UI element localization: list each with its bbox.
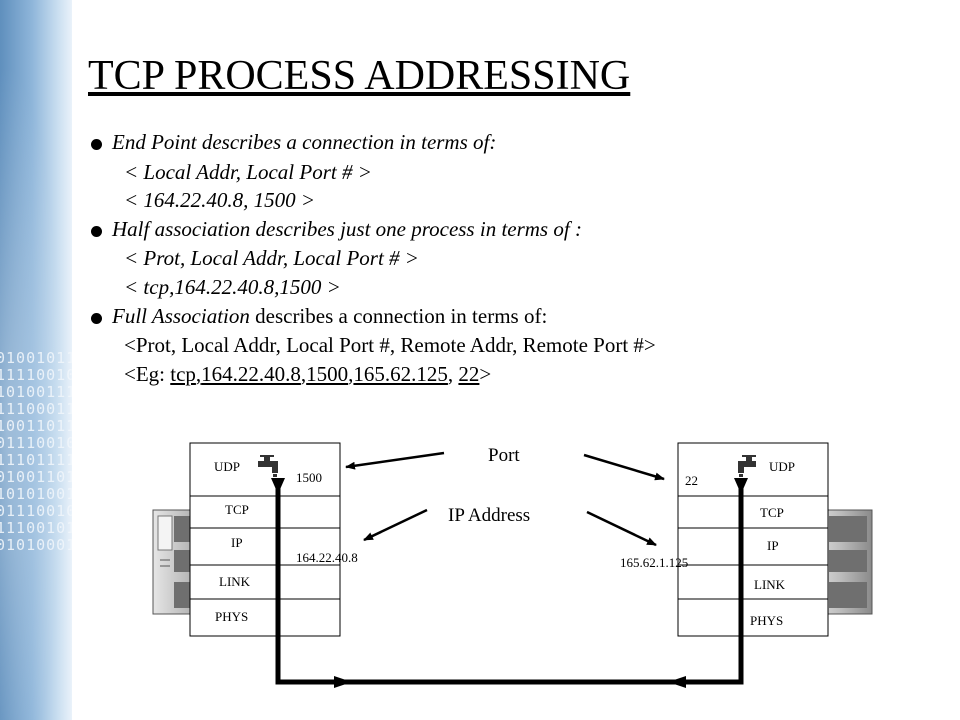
layer-phys: PHYS xyxy=(750,613,783,628)
layer-phys: PHYS xyxy=(215,609,248,624)
full-association-rest: describes a connection in terms of: xyxy=(249,304,548,328)
faucet-icon xyxy=(258,455,278,477)
connection-path xyxy=(271,478,748,688)
local-ip-label: 164.22.40.8 xyxy=(296,550,358,565)
decorative-side-band: 01001011 11110010 10100111 11100011 1001… xyxy=(0,0,72,720)
example-separator: , xyxy=(348,362,354,386)
example-remote-port: 22 xyxy=(458,362,480,386)
half-association-format: < Prot, Local Addr, Local Port # > xyxy=(124,246,419,270)
layer-ip: IP xyxy=(231,535,243,550)
example-suffix: > xyxy=(479,362,492,386)
arrow-to-remote-port xyxy=(583,453,665,481)
remote-ip-label: 165.62.1.125 xyxy=(620,555,688,570)
example-separator: , xyxy=(300,362,307,386)
example-separator: , xyxy=(195,362,202,386)
example-remote-addr: 165.62.125 xyxy=(353,362,448,386)
layer-link: LINK xyxy=(754,577,786,592)
bullet-3-text: Full Association describes a connection … xyxy=(112,304,547,329)
full-association-term: Full Association xyxy=(112,304,250,328)
bullet-dot xyxy=(91,226,102,237)
slide-title: TCP PROCESS ADDRESSING xyxy=(88,53,631,99)
local-port-label: 1500 xyxy=(296,470,322,485)
endpoint-format: < Local Addr, Local Port # > xyxy=(124,160,372,184)
bullet-1-text: End Point describes a connection in term… xyxy=(112,130,497,154)
endpoint-example: < 164.22.40.8, 1500 > xyxy=(124,188,316,212)
example-protocol: tcp xyxy=(170,362,196,386)
half-association-example: < tcp,164.22.40.8,1500 > xyxy=(124,275,341,299)
bullet-dot xyxy=(91,313,102,324)
layer-ip: IP xyxy=(767,538,779,553)
port-label: Port xyxy=(488,445,520,466)
right-protocol-stack: UDP TCP IP LINK PHYS 22 165.62.1.125 xyxy=(620,442,829,637)
arrow-to-local-port xyxy=(345,451,445,470)
bullet-dot xyxy=(91,139,102,150)
example-prefix: <Eg: xyxy=(124,362,171,386)
bullet-2-text: Half association describes just one proc… xyxy=(112,217,582,241)
arrow-to-remote-ip xyxy=(586,510,657,547)
arrow-to-local-ip xyxy=(363,508,428,542)
layer-udp: UDP xyxy=(769,459,795,474)
layer-tcp: TCP xyxy=(225,502,249,517)
remote-port-label: 22 xyxy=(685,473,698,488)
example-separator: , xyxy=(447,362,459,386)
layer-tcp: TCP xyxy=(760,505,784,520)
layer-udp: UDP xyxy=(214,459,240,474)
example-local-addr: 164.22.40.8 xyxy=(201,362,301,386)
example-local-port: 1500 xyxy=(306,362,349,386)
full-association-format: <Prot, Local Addr, Local Port #, Remote … xyxy=(124,333,656,357)
left-protocol-stack: UDP TCP IP LINK PHYS 1500 164.22.40.8 xyxy=(189,442,358,637)
full-association-example: <Eg: tcp,164.22.40.8,1500,165.62.125, 22… xyxy=(124,362,491,387)
layer-link: LINK xyxy=(219,574,251,589)
faucet-icon xyxy=(738,455,756,477)
ip-address-label: IP Address xyxy=(448,505,530,526)
